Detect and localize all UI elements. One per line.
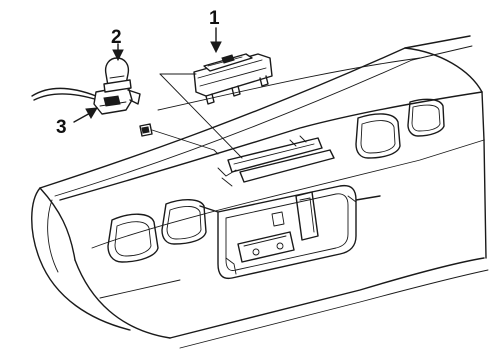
license-lamp-assembly: [193, 53, 273, 105]
callout-arrows: [73, 27, 222, 123]
license-plate-pocket: [199, 184, 381, 280]
lamp-socket: [31, 85, 141, 115]
callout-3-label: 3: [56, 117, 67, 138]
callout-1-label: 1: [209, 8, 220, 29]
tail-lamp-openings: [107, 98, 445, 263]
mounting-screw: [139, 123, 219, 155]
lamp-bulb: [103, 57, 132, 93]
rear-bumper: [31, 35, 489, 349]
lamp-recess-trim: [217, 135, 335, 187]
lamp-leader-line: [159, 73, 243, 159]
callout-2-label: 2: [111, 27, 122, 48]
